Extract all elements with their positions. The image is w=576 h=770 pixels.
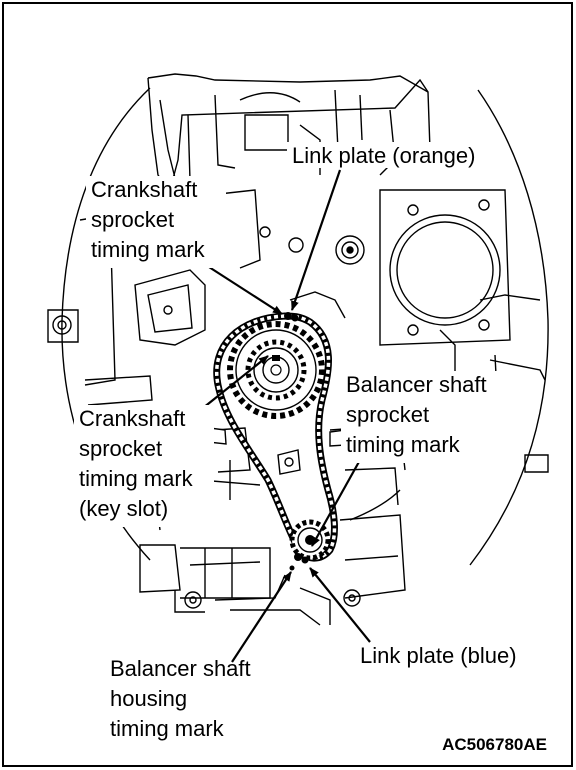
leader-link-plate-orange bbox=[290, 169, 342, 311]
crankshaft-sprocket bbox=[227, 321, 325, 419]
label-balancer-sprocket-mark: Balancer shaft sprocket timing mark bbox=[346, 372, 493, 457]
timing-marks bbox=[284, 312, 309, 571]
label-crank-key-slot: Crankshaft sprocket timing mark (key slo… bbox=[79, 406, 199, 521]
label-link-plate-orange: Link plate (orange) bbox=[292, 143, 475, 168]
leader-crank-key-slot bbox=[197, 355, 269, 413]
label-link-plate-blue: Link plate (blue) bbox=[360, 643, 517, 668]
label-crank-timing-mark: Crankshaft sprocket timing mark bbox=[91, 177, 206, 262]
timing-chain bbox=[213, 312, 338, 562]
label-balancer-housing-mark: Balancer shaft housing timing mark bbox=[110, 656, 257, 741]
leader-link-plate-blue bbox=[309, 567, 371, 643]
figure-code: AC506780AE bbox=[442, 735, 547, 754]
leader-balancer-housing-mark bbox=[231, 571, 292, 663]
chain-tensioner bbox=[207, 427, 347, 447]
leader-balancer-sprocket-mark bbox=[311, 459, 361, 547]
